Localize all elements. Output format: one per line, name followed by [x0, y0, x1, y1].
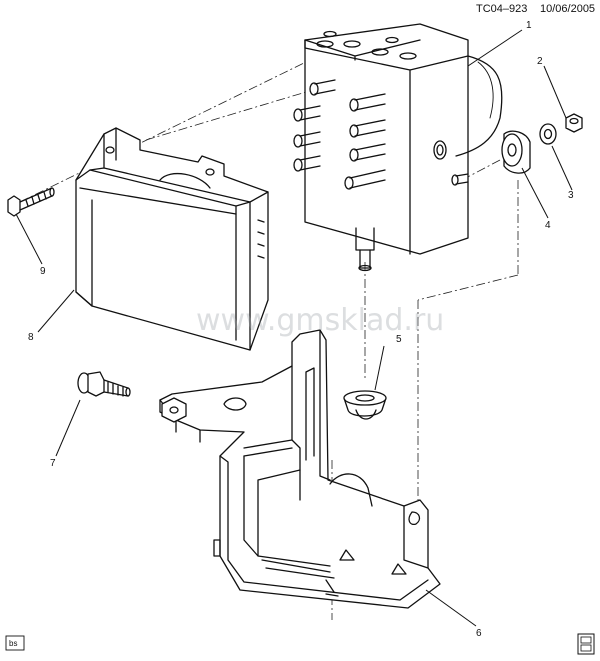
spacer-3 — [539, 123, 557, 145]
insulator-4 — [501, 130, 531, 174]
watermark: www.gmsklad.ru — [196, 303, 444, 338]
callout-5: 5 — [396, 334, 402, 345]
callout-2: 2 — [537, 56, 543, 67]
brake-pressure-modulator-valve — [293, 23, 503, 272]
bolt-7 — [77, 371, 131, 397]
callout-leaders — [15, 29, 573, 627]
callout-1: 1 — [526, 20, 532, 31]
callout-6: 6 — [476, 628, 482, 639]
solenoid-studs — [293, 79, 386, 190]
corner-tag: bs — [9, 639, 17, 648]
grommet-5 — [343, 390, 387, 420]
callout-7: 7 — [50, 458, 56, 469]
brake-line-ports — [316, 30, 417, 60]
callout-3: 3 — [568, 190, 574, 201]
callout-8: 8 — [28, 332, 34, 343]
modulator-mount-pin — [355, 227, 375, 272]
corner-tag-box: bs — [5, 635, 25, 651]
callout-4: 4 — [545, 220, 551, 231]
bolt-9 — [7, 187, 55, 217]
book-reference-icon — [577, 633, 595, 655]
nut-2 — [565, 113, 583, 133]
drawing-date: 10/06/2005 — [540, 3, 595, 15]
modulator-mounting-bracket — [159, 329, 441, 609]
callout-9: 9 — [40, 266, 46, 277]
drawing-id: TC04–923 — [476, 3, 527, 15]
electronic-brake-control-module — [75, 127, 269, 351]
